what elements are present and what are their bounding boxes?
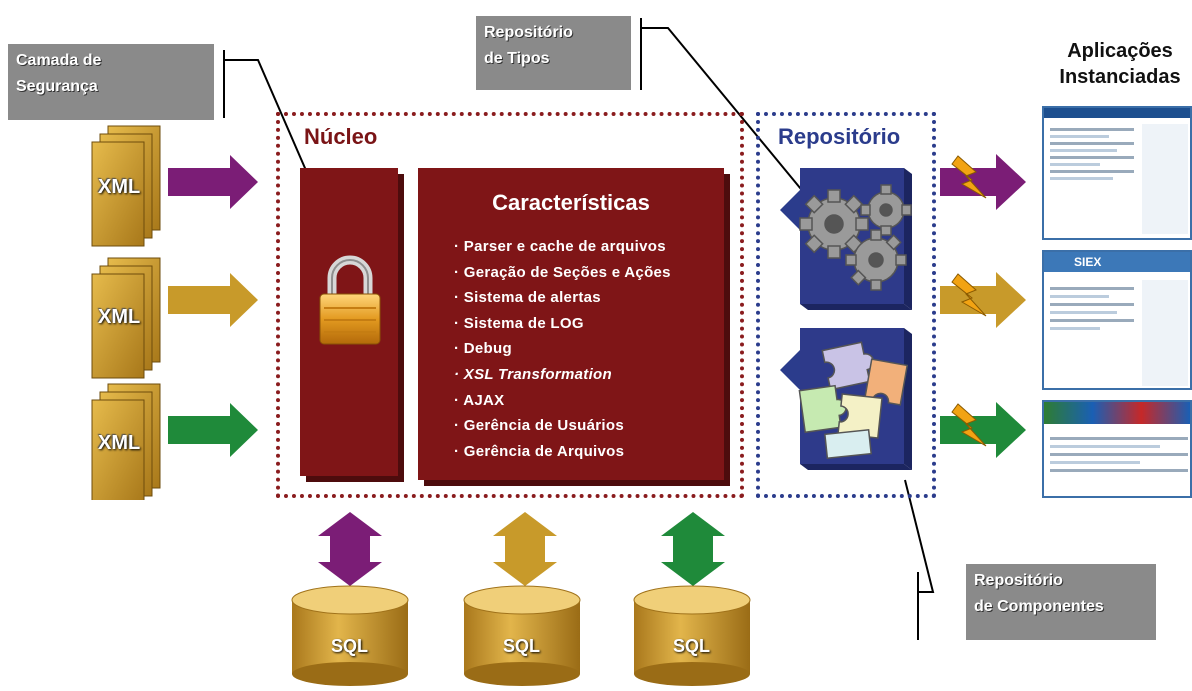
xml-label-2: XML xyxy=(98,306,141,328)
xml-label-3: XML xyxy=(98,432,141,454)
double-arrow-green xyxy=(661,512,725,586)
callout-security-layer: Camada de Segurança xyxy=(8,44,214,120)
feature-item: Debug xyxy=(454,336,671,362)
callout-types-line1: Repositório xyxy=(484,24,573,41)
applications-title-line2: Instanciadas xyxy=(1059,66,1181,88)
sql-label-1: SQL xyxy=(331,636,369,656)
xml-doc-stack-3 xyxy=(91,383,161,500)
gears-icon xyxy=(799,184,912,291)
app-2-title: SIEX xyxy=(1044,252,1190,272)
feature-item: Gerência de Arquivos xyxy=(454,439,671,465)
database-cylinder-2 xyxy=(463,585,581,686)
callout-components-line1: Repositório xyxy=(974,572,1063,589)
features-list: Parser e cache de arquivos Geração de Se… xyxy=(454,234,671,464)
callout-security-line1: Camada de xyxy=(16,52,102,69)
lightning-icons xyxy=(951,155,987,447)
applications-title-line1: Aplicações xyxy=(1067,40,1173,62)
xml-label-1: XML xyxy=(98,176,141,198)
database-cylinder-1 xyxy=(291,585,409,686)
feature-item: AJAX xyxy=(454,388,671,414)
repository-container xyxy=(756,112,936,498)
features-title: Características xyxy=(492,190,650,215)
sql-label-3: SQL xyxy=(673,636,711,656)
feature-item: Gerência de Usuários xyxy=(454,413,671,439)
features-block: Características Parser e cache de arquiv… xyxy=(418,168,724,480)
feature-item: XSL Transformation xyxy=(454,362,671,388)
feature-item: Parser e cache de arquivos xyxy=(454,234,671,260)
padlock-icon xyxy=(319,255,381,345)
feature-item: Sistema de alertas xyxy=(454,285,671,311)
database-cylinder-3 xyxy=(633,585,751,686)
input-arrows xyxy=(168,155,258,457)
callout-type-repository: Repositório de Tipos xyxy=(476,16,631,90)
core-title: Núcleo xyxy=(304,124,378,149)
callout-components-line2: de Componentes xyxy=(974,598,1104,615)
double-arrow-purple xyxy=(318,512,382,586)
output-arrows xyxy=(940,154,1026,458)
puzzle-icon xyxy=(798,341,909,460)
xml-document-stacks xyxy=(91,125,161,500)
app-screenshot-2: SIEX xyxy=(1042,250,1192,390)
arrow-right-purple xyxy=(168,155,258,209)
callout-component-repository: Repositório de Componentes xyxy=(966,564,1156,640)
sql-label-2: SQL xyxy=(503,636,541,656)
arrow-right-green xyxy=(168,403,258,457)
core-container xyxy=(276,112,744,498)
arrow-right-gold xyxy=(168,273,258,327)
xml-doc-stack-2 xyxy=(91,257,161,379)
feature-item: Sistema de LOG xyxy=(454,311,671,337)
callout-security-line2: Segurança xyxy=(16,78,98,95)
xml-doc-stack-1 xyxy=(91,125,161,247)
database-section xyxy=(291,512,751,686)
applications-title: Aplicações Instanciadas xyxy=(1040,38,1192,90)
feature-item: Geração de Seções e Ações xyxy=(454,260,671,286)
app-screenshot-3 xyxy=(1042,400,1192,498)
double-arrow-gold xyxy=(493,512,557,586)
repository-title: Repositório xyxy=(778,124,901,149)
callout-types-line2: de Tipos xyxy=(484,50,550,67)
app-screenshot-1 xyxy=(1042,106,1192,240)
